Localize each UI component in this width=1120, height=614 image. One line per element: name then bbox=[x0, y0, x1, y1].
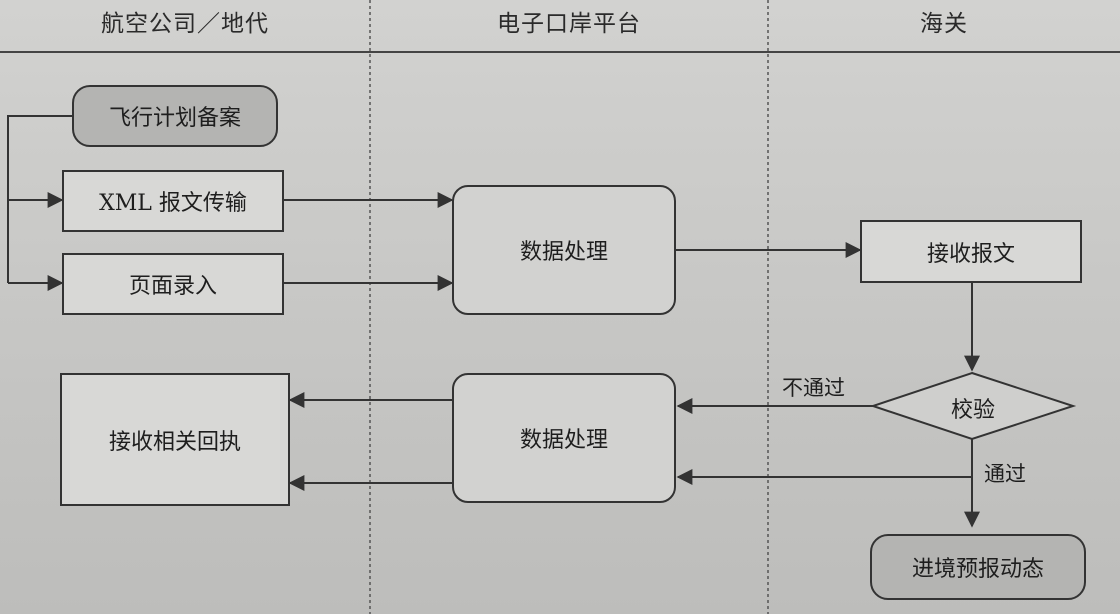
node-data-process-2: 数据处理 bbox=[452, 373, 676, 503]
node-validate-label: 校验 bbox=[950, 398, 995, 423]
edge-label-pass: 通过 bbox=[984, 462, 1026, 486]
node-receive-receipt: 接收相关回执 bbox=[60, 373, 290, 506]
node-page-entry: 页面录入 bbox=[62, 253, 284, 315]
node-data-process-1: 数据处理 bbox=[452, 185, 676, 315]
lane-title-platform: 电子口岸平台 bbox=[497, 11, 641, 37]
edge-label-fail: 不通过 bbox=[782, 376, 845, 400]
node-receive-message: 接收报文 bbox=[860, 220, 1082, 283]
node-inbound-report: 进境预报动态 bbox=[870, 534, 1086, 600]
node-flight-plan: 飞行计划备案 bbox=[72, 85, 278, 147]
connector-plan-bracket bbox=[7, 115, 72, 283]
lane-title-airline: 航空公司／地代 bbox=[101, 11, 269, 37]
node-xml-transmit: XML 报文传输 bbox=[62, 170, 284, 232]
lane-title-customs: 海关 bbox=[920, 11, 968, 37]
